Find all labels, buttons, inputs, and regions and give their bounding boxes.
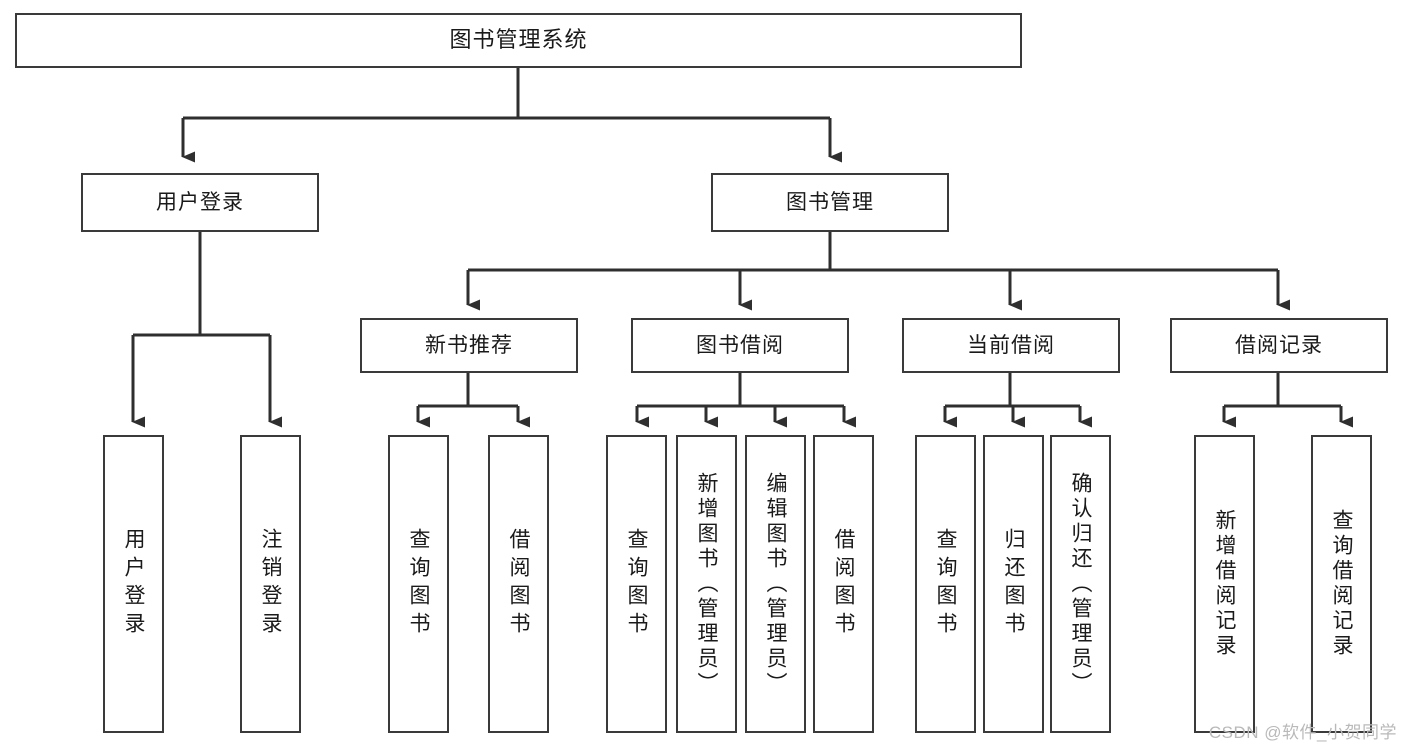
node-label: 借阅图书 <box>507 528 530 640</box>
node-label: 图书管理系统 <box>449 27 588 53</box>
leaf-new-book-borrow[interactable]: 借阅图书 <box>488 435 549 733</box>
leaf-borrow-record-query[interactable]: 查询借阅记录 <box>1311 435 1372 733</box>
leaf-user-login-login[interactable]: 用户登录 <box>103 435 164 733</box>
node-book-borrow[interactable]: 图书借阅 <box>631 318 849 373</box>
leaf-book-borrow-add[interactable]: 新增图书（管理员） <box>676 435 737 733</box>
leaf-borrow-record-add[interactable]: 新增借阅记录 <box>1194 435 1255 733</box>
node-label: 用户登录 <box>122 528 145 640</box>
node-label: 用户登录 <box>156 190 244 214</box>
node-label: 查询借阅记录 <box>1330 509 1353 659</box>
node-label: 查询图书 <box>625 528 648 640</box>
node-label: 注销登录 <box>259 528 282 640</box>
node-current-borrow[interactable]: 当前借阅 <box>902 318 1120 373</box>
node-root-system[interactable]: 图书管理系统 <box>15 13 1022 68</box>
leaf-current-borrow-confirm-return[interactable]: 确认归还（管理员） <box>1050 435 1111 733</box>
node-label: 归还图书 <box>1002 528 1025 640</box>
node-book-management[interactable]: 图书管理 <box>711 173 949 232</box>
node-label: 当前借阅 <box>967 333 1055 357</box>
node-label: 图书管理 <box>786 190 874 214</box>
node-label: 新增借阅记录 <box>1213 509 1236 659</box>
leaf-current-borrow-query[interactable]: 查询图书 <box>915 435 976 733</box>
node-label: 借阅记录 <box>1235 333 1323 357</box>
leaf-user-login-logout[interactable]: 注销登录 <box>240 435 301 733</box>
node-label: 新增图书（管理员） <box>695 471 718 697</box>
node-label: 查询图书 <box>407 528 430 640</box>
watermark-text: CSDN @软件_小贺同学 <box>1208 723 1397 742</box>
leaf-book-borrow-borrow[interactable]: 借阅图书 <box>813 435 874 733</box>
node-label: 借阅图书 <box>832 528 855 640</box>
node-label: 新书推荐 <box>425 333 513 357</box>
leaf-book-borrow-query[interactable]: 查询图书 <box>606 435 667 733</box>
leaf-current-borrow-return[interactable]: 归还图书 <box>983 435 1044 733</box>
node-label: 图书借阅 <box>696 333 784 357</box>
leaf-book-borrow-edit[interactable]: 编辑图书（管理员） <box>745 435 806 733</box>
node-label: 编辑图书（管理员） <box>764 471 787 697</box>
node-label: 查询图书 <box>934 528 957 640</box>
leaf-new-book-query[interactable]: 查询图书 <box>388 435 449 733</box>
node-label: 确认归还（管理员） <box>1069 471 1092 697</box>
node-borrow-record[interactable]: 借阅记录 <box>1170 318 1388 373</box>
node-new-book-recommend[interactable]: 新书推荐 <box>360 318 578 373</box>
node-user-login[interactable]: 用户登录 <box>81 173 319 232</box>
